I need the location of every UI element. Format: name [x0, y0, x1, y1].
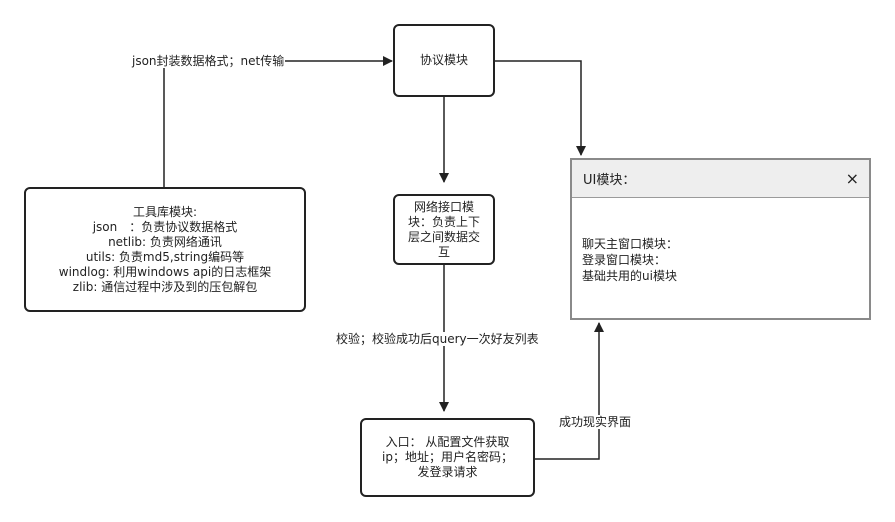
toolkit-line: json ：负责协议数据格式 [92, 219, 238, 234]
edge-label-json-net: json封装数据格式；net传输 [131, 54, 286, 68]
network-line: 层之间数据交 [407, 229, 480, 244]
entry-line: 入口： 从配置文件获取 [385, 435, 510, 449]
ui-module-body: 聊天主窗口模块： 登录窗口模块： 基础共用的ui模块 [572, 198, 869, 284]
toolkit-line: 工具库模块: [132, 204, 198, 219]
entry-line: ip；地址；用户名密码； [382, 450, 513, 464]
ui-module-line: 聊天主窗口模块： [582, 237, 679, 251]
entry-line: 发登录请求 [417, 465, 478, 479]
toolkit-line: utils: 负责md5,string编码等 [85, 249, 245, 264]
ui-module-title: UI模块： [583, 173, 636, 188]
network-line: 互 [437, 244, 450, 259]
toolkit-line: zlib: 通信过程中涉及到的压包解包 [72, 279, 258, 294]
network-line: 网络接口模 [413, 199, 474, 214]
network-module-node[interactable]: 网络接口模 块：负责上下 层之间数据交 互 [393, 194, 495, 265]
ui-module-line: 基础共用的ui模块 [582, 269, 677, 283]
ui-module-line: 登录窗口模块： [582, 253, 667, 267]
edge-label-verify: 校验；校验成功后query一次好友列表 [335, 332, 540, 346]
edge-toolkit-to-protocol [163, 56, 393, 187]
close-icon[interactable]: × [845, 168, 859, 188]
entry-node[interactable]: 入口： 从配置文件获取 ip；地址；用户名密码； 发登录请求 [360, 418, 535, 497]
edge-entry-to-ui [535, 322, 604, 460]
network-line: 块：负责上下 [407, 214, 480, 229]
protocol-module-label: 协议模块 [419, 53, 468, 67]
toolkit-line: netlib: 负责网络通讯 [108, 234, 222, 249]
protocol-module-node[interactable]: 协议模块 [393, 24, 495, 97]
toolkit-module-node[interactable]: 工具库模块: json ：负责协议数据格式 netlib: 负责网络通讯 uti… [24, 187, 306, 312]
edge-label-success-ui: 成功现实界面 [558, 415, 633, 429]
edge-protocol-to-ui [495, 60, 586, 156]
ui-module-header: UI模块： × [572, 160, 869, 198]
toolkit-line: windlog: 利用windows api的日志框架 [58, 264, 272, 279]
ui-module-panel[interactable]: UI模块： × 聊天主窗口模块： 登录窗口模块： 基础共用的ui模块 [570, 158, 871, 320]
